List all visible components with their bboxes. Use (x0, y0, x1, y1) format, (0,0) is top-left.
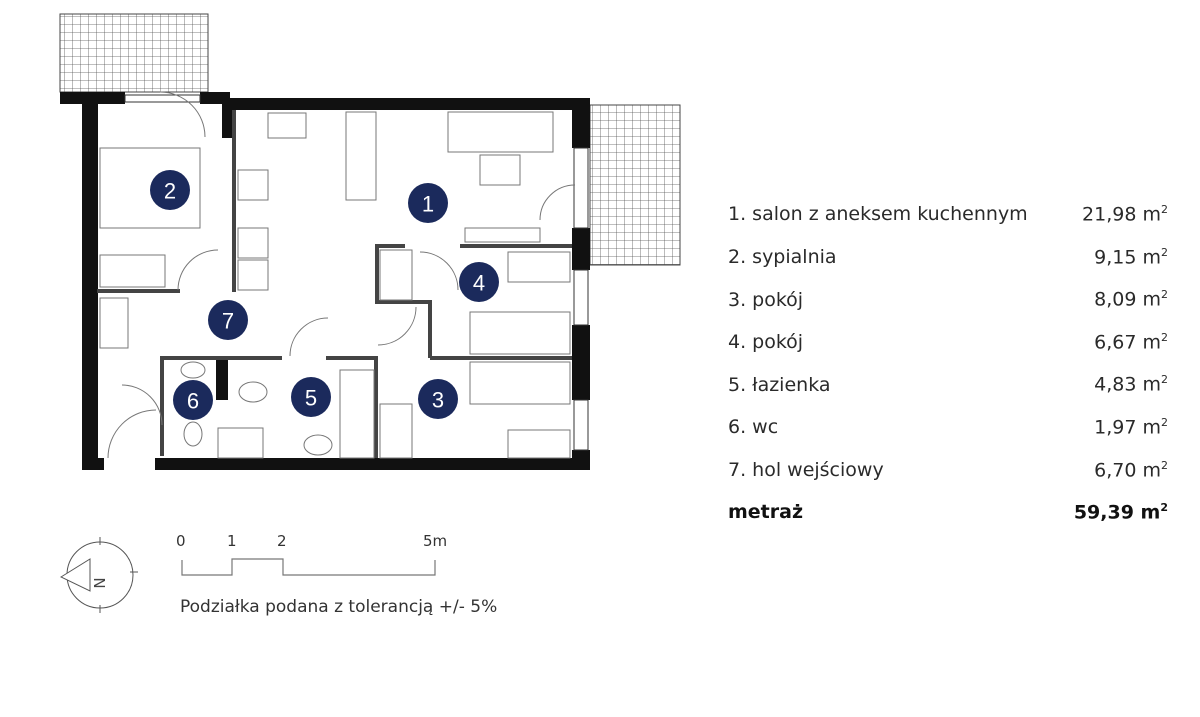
room-marker-number: 3 (432, 388, 444, 413)
room-marker-1: 1 (408, 183, 448, 223)
room-row: 4. pokój 6,67 m2 (728, 331, 1168, 374)
room-marker-5: 5 (291, 377, 331, 417)
room-marker-number: 1 (422, 192, 434, 217)
room-marker-circle (291, 377, 331, 417)
room-row: 5. łazienka 4,83 m2 (728, 373, 1168, 416)
scale-tick-5m: 5m (423, 532, 448, 550)
furniture (99, 91, 576, 459)
compass-north-label: N (91, 577, 109, 588)
room-marker-number: 4 (473, 271, 485, 296)
room-row: 7. hol wejściowy 6,70 m2 (728, 459, 1168, 502)
room-marker-6: 6 (173, 380, 213, 420)
room-label: 1. salon z aneksem kuchennym (728, 203, 1028, 226)
room-marker-circle (173, 380, 213, 420)
room-area: 1,97 m2 (1094, 415, 1168, 439)
room-marker-circle (459, 262, 499, 302)
balcony-top-left (59, 13, 209, 93)
room-marker-circle (418, 379, 458, 419)
compass: N (59, 537, 138, 613)
room-marker-circle (208, 300, 248, 340)
scale-tick-0: 0 (176, 532, 186, 550)
room-marker-number: 2 (164, 179, 176, 204)
room-label: 7. hol wejściowy (728, 458, 884, 481)
room-area: 21,98 m2 (1082, 203, 1168, 226)
room-marker-4: 4 (459, 262, 499, 302)
room-label: 5. łazienka (728, 373, 831, 396)
room-label: 3. pokój (728, 288, 804, 311)
scale-tick-2: 2 (277, 532, 287, 550)
room-label: 2. sypialnia (728, 245, 837, 268)
room-marker-circle (408, 183, 448, 223)
room-label: 6. wc (728, 416, 779, 439)
scale-tick-1: 1 (227, 532, 237, 550)
room-row: 6. wc 1,97 m2 (728, 416, 1168, 459)
room-marker-number: 7 (222, 309, 234, 334)
room-row: 1. salon z aneksem kuchennym 21,98 m2 (728, 203, 1168, 246)
room-marker-2: 2 (150, 170, 190, 210)
room-area: 6,70 m2 (1094, 458, 1168, 481)
room-row: 3. pokój 8,09 m2 (728, 288, 1168, 331)
room-marker-circle (150, 170, 190, 210)
windows (124, 94, 589, 451)
scale-tolerance-note: Podziałka podana z tolerancją +/- 5% (180, 597, 498, 617)
room-area: 9,15 m2 (1094, 245, 1168, 268)
room-marker-number: 6 (187, 389, 199, 414)
total-area-row: metraż 59,39 m2 (728, 501, 1168, 544)
balcony-right (589, 104, 681, 266)
room-area-list: 1. salon z aneksem kuchennym 21,98 m2 2. … (728, 203, 1168, 544)
room-label: 4. pokój (728, 331, 804, 354)
outer-walls (60, 92, 590, 470)
room-row: 2. sypialnia 9,15 m2 (728, 246, 1168, 289)
internal-walls (97, 110, 572, 458)
room-area: 4,83 m2 (1094, 373, 1168, 396)
room-marker-number: 5 (305, 386, 317, 411)
room-area: 6,67 m2 (1094, 330, 1168, 354)
total-area: 59,39 m2 (1073, 501, 1168, 524)
room-marker-7: 7 (208, 300, 248, 340)
room-area: 8,09 m2 (1094, 288, 1168, 311)
room-marker-3: 3 (418, 379, 458, 419)
scale-bar (181, 558, 436, 576)
total-label: metraż (728, 501, 804, 524)
